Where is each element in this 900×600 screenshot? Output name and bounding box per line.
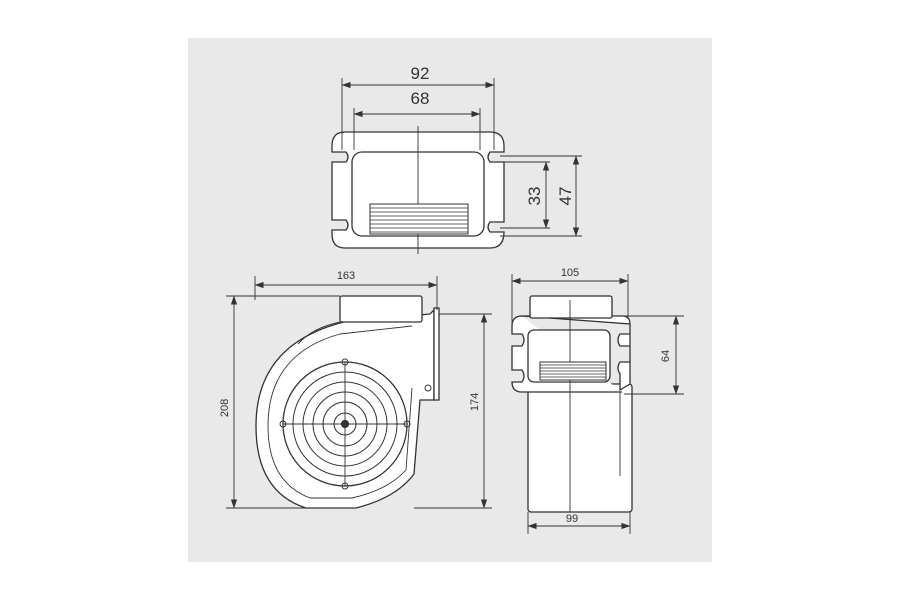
outlet-duct-edge (297, 321, 341, 345)
dim-174-label: 174 (469, 393, 481, 411)
dim-208-label: 208 (219, 399, 231, 417)
grille-slats (370, 207, 468, 233)
side-view (255, 295, 440, 509)
dim-92-label: 92 (411, 64, 430, 83)
fix-point-right (403, 420, 411, 428)
drawing-background (188, 38, 712, 562)
outlet-grille (369, 203, 469, 235)
dim-47-label: 47 (556, 187, 575, 206)
fix-point-left (279, 420, 287, 428)
dim-64-label: 64 (660, 350, 672, 362)
dim-99-label: 99 (566, 513, 578, 525)
front-view (511, 295, 633, 513)
fix-point-top (341, 358, 349, 366)
dim-105-label: 105 (561, 267, 579, 279)
mounting-flange (433, 307, 440, 401)
side-view-dimensions (226, 276, 492, 509)
top-view (331, 126, 505, 254)
top-view-dimensions (341, 78, 582, 237)
fix-point-bottom (341, 482, 349, 490)
dim-68-label: 68 (411, 89, 430, 108)
mount-screw (424, 384, 432, 392)
housing-inner-contour (267, 325, 413, 499)
outlet-flange-top (339, 295, 423, 323)
front-outlet-top (529, 295, 613, 319)
dim-163-label: 163 (337, 270, 355, 282)
front-view-dimensions (511, 274, 684, 534)
front-body (527, 383, 633, 513)
front-grille-slats (540, 364, 606, 378)
dim-33-label: 33 (525, 187, 544, 206)
